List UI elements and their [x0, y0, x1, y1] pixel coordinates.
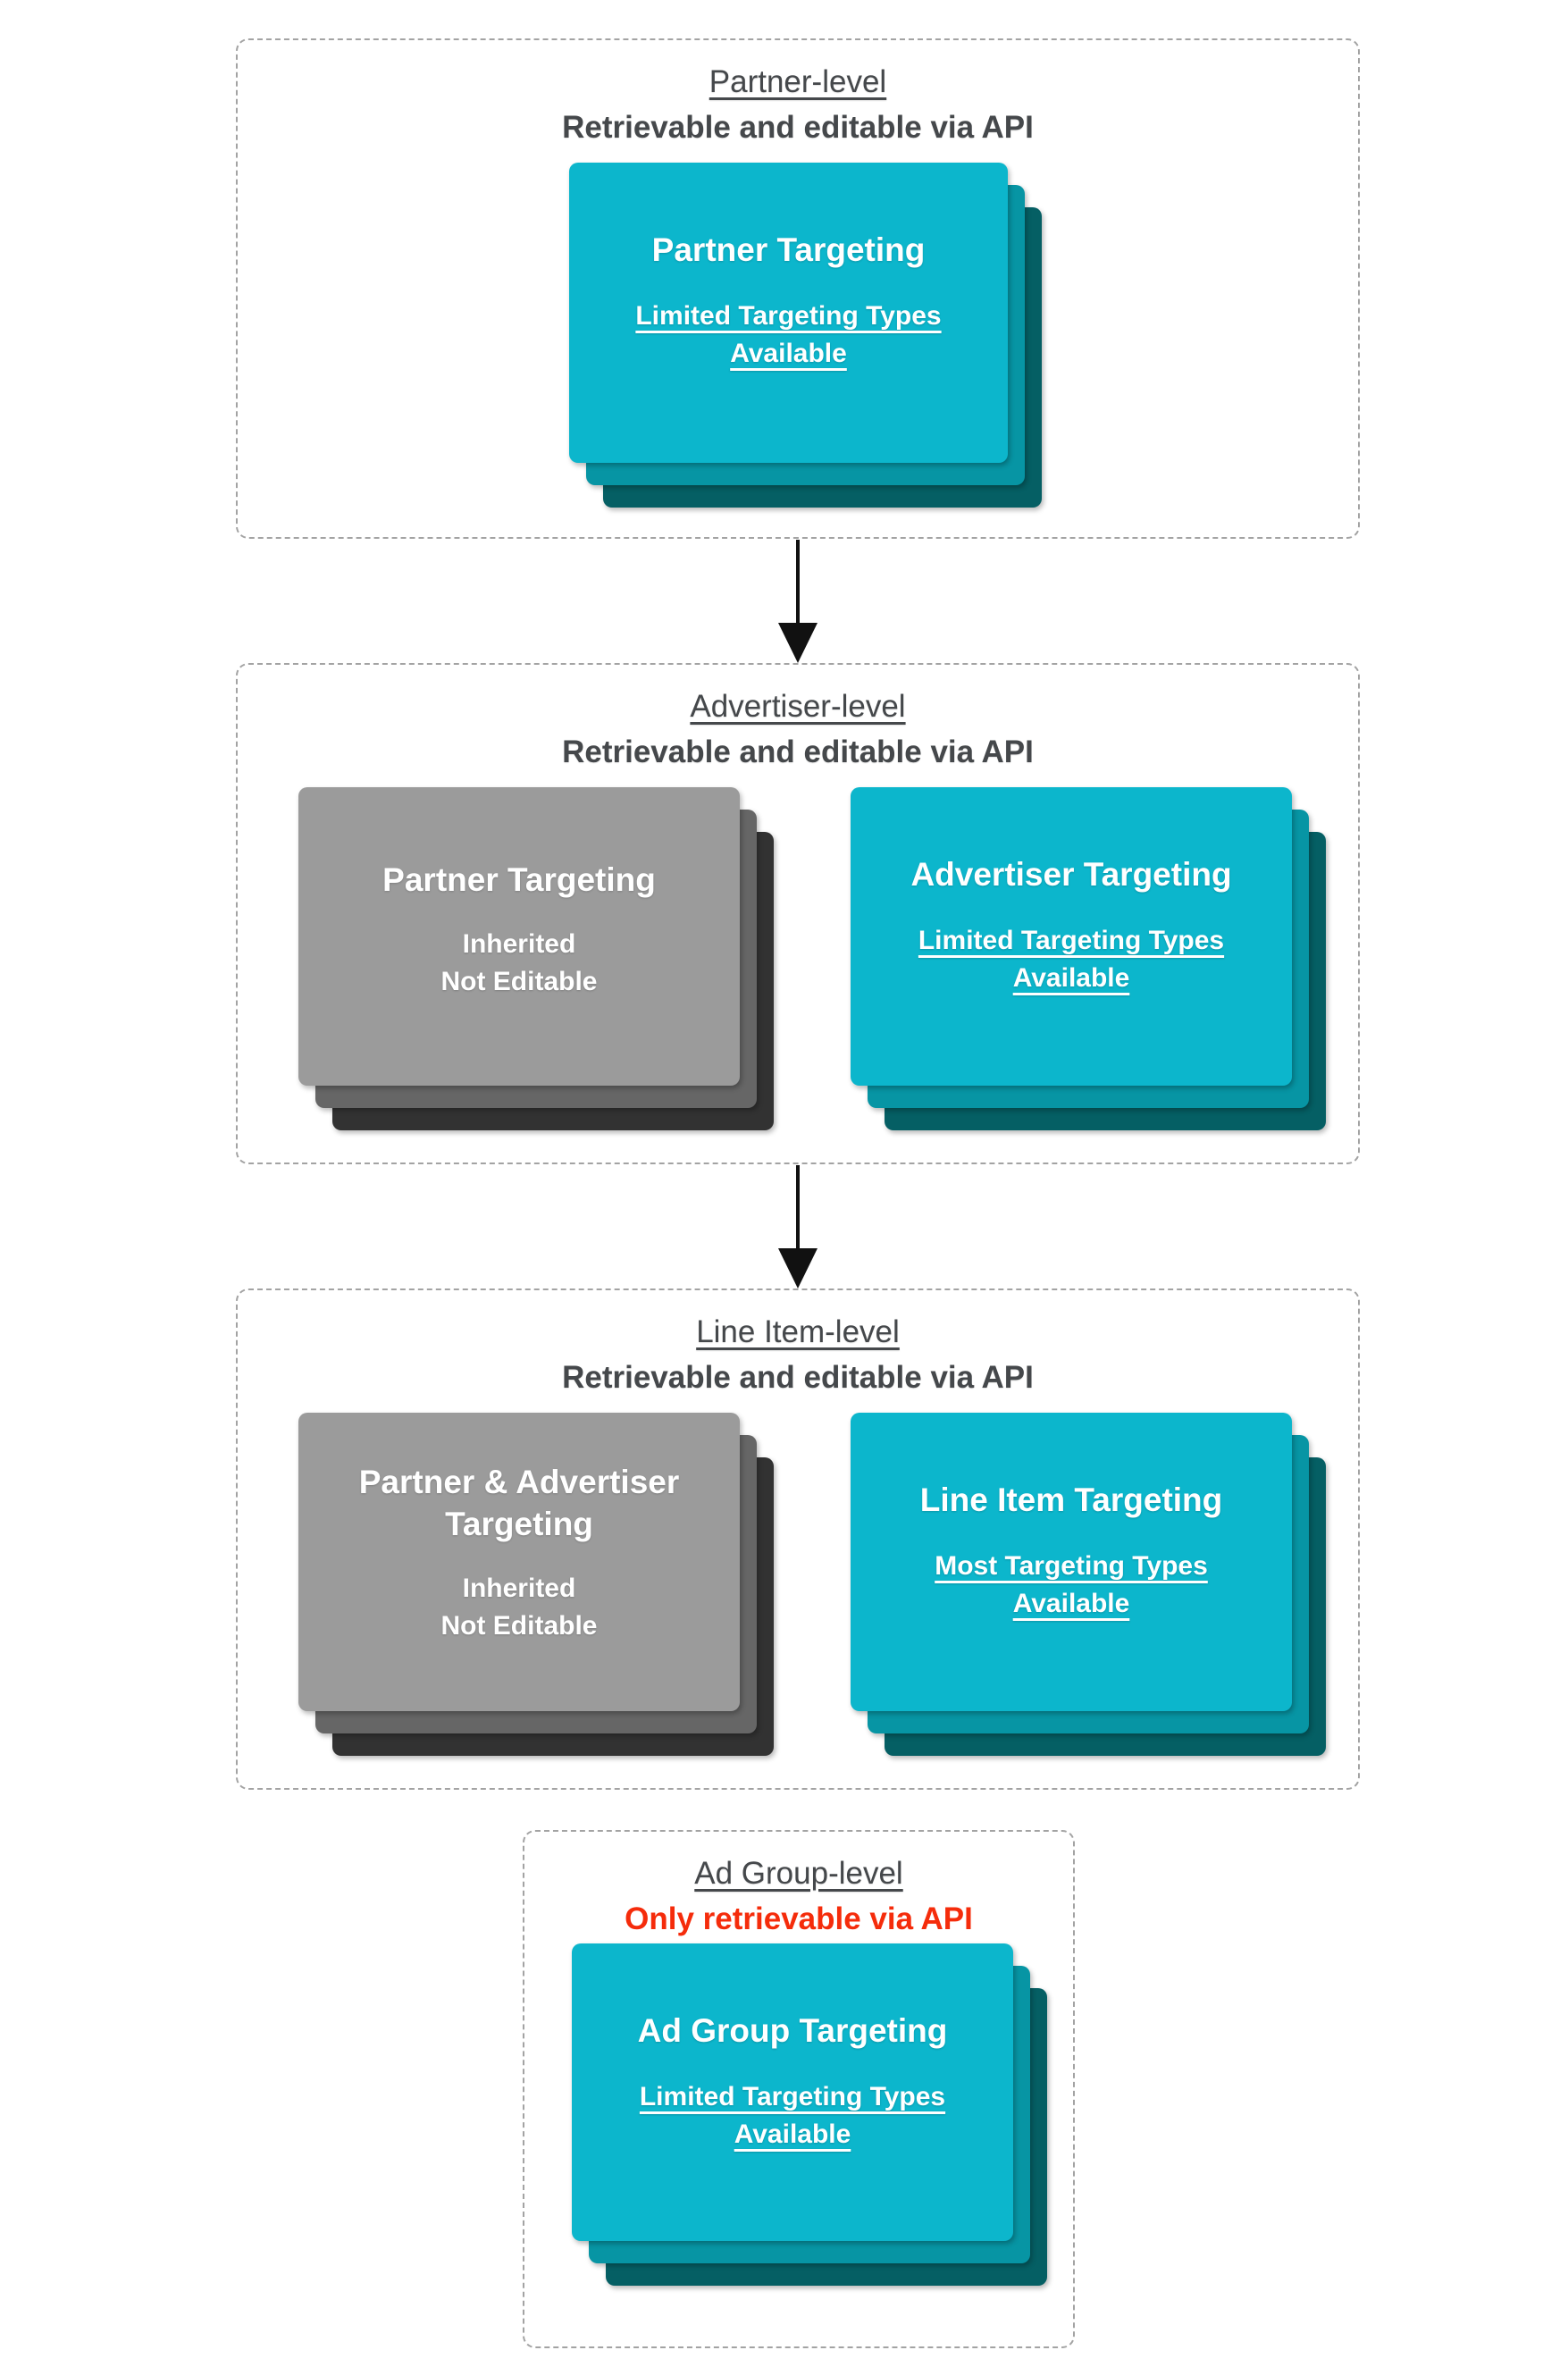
section-ad-group-level: Ad Group-level Only retrievable via API …	[523, 1830, 1075, 2348]
card-title: Line Item Targeting	[919, 1481, 1223, 1518]
card-ad-group-targeting: Ad Group Targeting Limited Targeting Typ…	[572, 1943, 1013, 2241]
card-body-line: Not Editable	[440, 1611, 598, 1641]
section-title: Partner-level	[709, 64, 887, 99]
card-title: Partner Targeting	[382, 861, 656, 898]
card-body: Limited Targeting Types Available	[639, 2082, 946, 2149]
section-subtitle: Retrievable and editable via API	[562, 734, 1034, 769]
card-title: Ad Group Targeting	[637, 2012, 948, 2049]
card-partner-targeting: Partner Targeting Limited Targeting Type…	[569, 163, 1008, 463]
section-title: Line Item-level	[696, 1314, 900, 1349]
card-title: Partner & Advertiser Targeting	[358, 1464, 680, 1542]
card-advertiser-targeting: Advertiser Targeting Limited Targeting T…	[851, 787, 1292, 1086]
card-body-line: Inherited	[462, 1574, 576, 1603]
section-advertiser-level: Advertiser-level Retrievable and editabl…	[236, 663, 1360, 1164]
section-header: Ad Group-level Only retrievable via API	[524, 1832, 1073, 1939]
section-partner-level: Partner-level Retrievable and editable v…	[236, 38, 1360, 539]
section-header: Partner-level Retrievable and editable v…	[238, 40, 1358, 147]
card-title: Advertiser Targeting	[910, 856, 1232, 893]
card-body-line: Inherited	[462, 929, 576, 959]
flow-arrow-down-icon	[778, 1248, 818, 1288]
card-body: Limited Targeting Types Available	[918, 926, 1225, 993]
card-body: Inherited Not Editable	[440, 926, 597, 1001]
card-partner-advertiser-targeting-inherited: Partner & Advertiser Targeting Inherited…	[298, 1413, 740, 1711]
section-title: Ad Group-level	[694, 1856, 903, 1891]
section-subtitle: Only retrievable via API	[625, 1901, 973, 1936]
card-body: Inherited Not Editable	[440, 1570, 597, 1645]
section-subtitle: Retrievable and editable via API	[562, 110, 1034, 145]
section-line-item-level: Line Item-level Retrievable and editable…	[236, 1288, 1360, 1790]
flow-arrow-line	[796, 540, 800, 625]
flow-arrow-line	[796, 1165, 800, 1250]
section-header: Advertiser-level Retrievable and editabl…	[238, 665, 1358, 772]
card-body: Limited Targeting Types Available	[635, 301, 942, 368]
card-body: Most Targeting Types Available	[935, 1551, 1208, 1618]
section-subtitle: Retrievable and editable via API	[562, 1360, 1034, 1395]
section-title: Advertiser-level	[690, 689, 906, 724]
card-line-item-targeting: Line Item Targeting Most Targeting Types…	[851, 1413, 1292, 1711]
card-title: Partner Targeting	[651, 231, 926, 268]
section-header: Line Item-level Retrievable and editable…	[238, 1290, 1358, 1398]
card-body-line: Not Editable	[440, 967, 598, 996]
card-partner-targeting-inherited: Partner Targeting Inherited Not Editable	[298, 787, 740, 1086]
flow-arrow-down-icon	[778, 623, 818, 663]
